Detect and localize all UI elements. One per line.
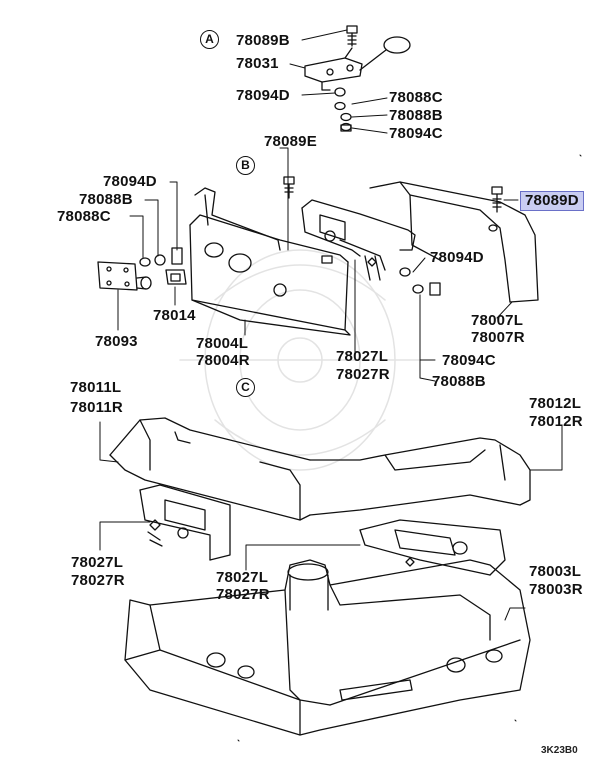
part-78004-cover [189,187,351,336]
leader-lines-b-right [354,199,519,382]
section-marker-a: A [200,30,219,49]
part-label-78004l[interactable]: 78004L [196,335,249,352]
part-78027-lock-left [139,484,231,561]
part-78014-block [165,269,187,285]
leader-lines-78004 [244,147,289,336]
part-label-78027r-bot[interactable]: 78027R [216,586,270,603]
part-78027-lock-mid [301,199,416,281]
washers-top [334,87,352,132]
part-label-78089e[interactable]: 78089E [264,133,317,150]
part-78011-bracket-left [109,417,311,521]
part-label-78093[interactable]: 78093 [95,333,138,350]
leader-lines-a [289,29,388,134]
part-label-78088b-top[interactable]: 78088B [389,107,443,124]
part-label-78088b-right[interactable]: 78088B [432,373,486,390]
part-label-78089b[interactable]: 78089B [236,32,290,49]
bolt-78089e [283,176,295,199]
part-label-78094d-left[interactable]: 78094D [103,173,157,190]
part-label-78089d[interactable]: 78089D [520,191,584,211]
part-label-78027l-bot[interactable]: 78027L [216,569,269,586]
part-label-78088c-top[interactable]: 78088C [389,89,443,106]
part-label-78011r[interactable]: 78011R [70,399,123,416]
part-label-78011l[interactable]: 78011L [70,379,122,396]
watermark-emblem [179,249,421,471]
section-marker-c: C [236,378,255,397]
part-label-78004r[interactable]: 78004R [196,352,250,369]
part-label-78007l[interactable]: 78007L [471,312,524,329]
part-label-78088c-left[interactable]: 78088C [57,208,111,225]
part-label-78094d-top[interactable]: 78094D [236,87,290,104]
part-label-78027r-mid[interactable]: 78027R [336,366,390,383]
part-78031-bracket [304,36,411,91]
part-label-78031[interactable]: 78031 [236,55,279,72]
part-78003-frame [124,559,531,736]
part-label-78014[interactable]: 78014 [153,307,196,324]
washers-left [139,247,183,267]
part-label-78094d-right[interactable]: 78094D [430,249,484,266]
part-78007-panel [369,181,539,303]
part-label-78003l[interactable]: 78003L [529,563,582,580]
part-label-78012l[interactable]: 78012L [529,395,582,412]
part-label-78027r-left[interactable]: 78027R [71,572,125,589]
diagram-code: 3K23B0 [541,745,578,756]
part-label-78027l-left[interactable]: 78027L [71,554,124,571]
part-label-78027l-mid[interactable]: 78027L [336,348,389,365]
scan-specks [237,154,582,742]
part-label-78094c-right[interactable]: 78094C [442,352,496,369]
part-label-78094c-top[interactable]: 78094C [389,125,443,142]
bolt-78089d [491,186,503,213]
part-label-78007r[interactable]: 78007R [471,329,525,346]
bolt-78089b [346,25,358,47]
part-label-78088b-left[interactable]: 78088B [79,191,133,208]
washers-right [412,282,441,296]
part-label-78003r[interactable]: 78003R [529,581,583,598]
part-label-78012r[interactable]: 78012R [529,413,583,430]
section-marker-b: B [236,156,255,175]
leader-lines-b-left [117,181,178,331]
part-78093-plate [97,261,152,291]
leader-lines-c [99,421,563,621]
part-78012-bracket-right [309,437,531,516]
part-78027-lock-bottom [359,519,506,576]
